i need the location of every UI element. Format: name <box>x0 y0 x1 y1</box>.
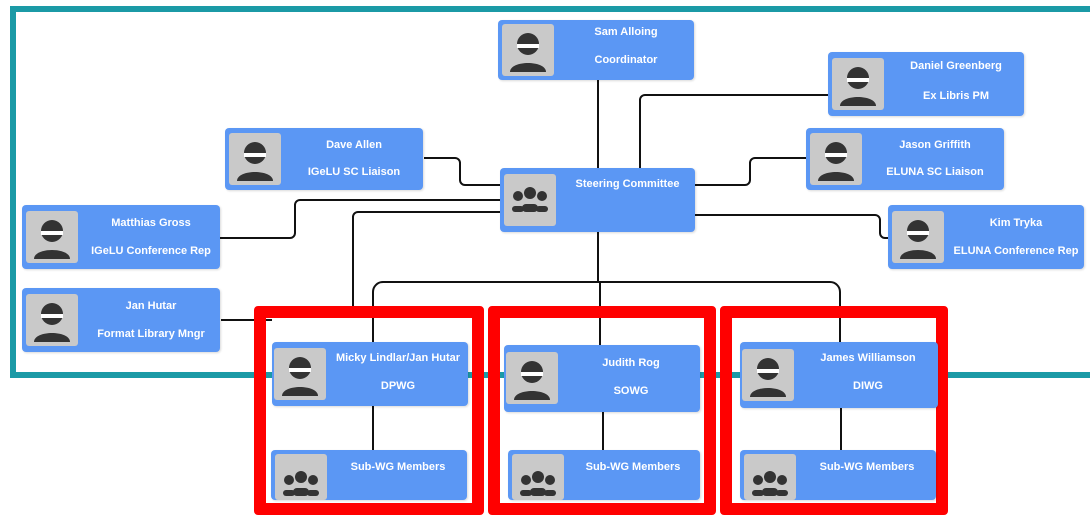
node-role: SOWG <box>613 385 649 397</box>
person-icon <box>832 58 884 110</box>
node-daniel-greenberg[interactable]: Daniel Greenberg Ex Libris PM <box>828 52 1024 116</box>
person-icon <box>502 24 554 76</box>
node-sowg[interactable]: Judith Rog SOWG <box>504 345 700 412</box>
node-sub-wg-3[interactable]: Sub-WG Members <box>740 450 936 500</box>
node-role: DIWG <box>853 380 883 392</box>
node-name: Sub-WG Members <box>819 461 915 473</box>
node-kim-tryka[interactable]: Kim Tryka ELUNA Conference Rep <box>888 205 1084 269</box>
node-sub-wg-1[interactable]: Sub-WG Members <box>271 450 467 500</box>
node-steering-committee[interactable]: Steering Committee <box>500 168 695 232</box>
node-role: IGeLU SC Liaison <box>307 166 401 178</box>
person-icon <box>229 133 281 185</box>
node-sam-alloing[interactable]: Sam Alloing Coordinator <box>498 20 694 80</box>
person-icon <box>742 349 794 401</box>
person-icon <box>892 211 944 263</box>
group-icon <box>512 454 564 500</box>
person-icon <box>26 294 78 346</box>
node-diwg[interactable]: James Williamson DIWG <box>740 342 938 408</box>
node-name: Kim Tryka <box>989 217 1043 229</box>
dpwg-group-frame <box>254 306 484 515</box>
node-name: Judith Rog <box>602 357 660 369</box>
node-dpwg[interactable]: Micky Lindlar/Jan Hutar DPWG <box>272 342 468 406</box>
node-dave-allen[interactable]: Dave Allen IGeLU SC Liaison <box>225 128 423 190</box>
node-name: Daniel Greenberg <box>910 60 1002 72</box>
person-icon <box>810 133 862 185</box>
person-icon <box>26 211 78 263</box>
node-name: Sam Alloing <box>594 26 658 38</box>
node-name: Steering Committee <box>575 178 680 190</box>
node-role: IGeLU Conference Rep <box>91 245 211 257</box>
node-name: Matthias Gross <box>111 217 191 229</box>
node-role: Ex Libris PM <box>922 90 990 102</box>
group-icon <box>275 454 327 500</box>
diwg-group-frame <box>720 306 948 515</box>
node-jason-griffith[interactable]: Jason Griffith ELUNA SC Liaison <box>806 128 1004 190</box>
node-jan-hutar[interactable]: Jan Hutar Format Library Mngr <box>22 288 220 352</box>
node-name: Sub-WG Members <box>350 461 446 473</box>
node-name: Micky Lindlar/Jan Hutar <box>335 352 461 364</box>
node-role: Coordinator <box>594 54 658 66</box>
sowg-group-frame <box>488 306 716 515</box>
node-name: Jason Griffith <box>899 139 971 151</box>
node-matthias-gross[interactable]: Matthias Gross IGeLU Conference Rep <box>22 205 220 269</box>
node-role: ELUNA Conference Rep <box>953 245 1079 257</box>
node-name: Jan Hutar <box>125 300 177 312</box>
person-icon <box>274 348 326 400</box>
person-icon <box>506 352 558 404</box>
node-sub-wg-2[interactable]: Sub-WG Members <box>508 450 700 500</box>
node-role: ELUNA SC Liaison <box>886 166 984 178</box>
node-name: Sub-WG Members <box>585 461 681 473</box>
node-role: Format Library Mngr <box>97 328 205 340</box>
node-role: DPWG <box>380 380 416 392</box>
node-name: James Williamson <box>820 352 916 364</box>
node-name: Dave Allen <box>326 139 382 151</box>
group-icon <box>504 174 556 226</box>
group-icon <box>744 454 796 500</box>
